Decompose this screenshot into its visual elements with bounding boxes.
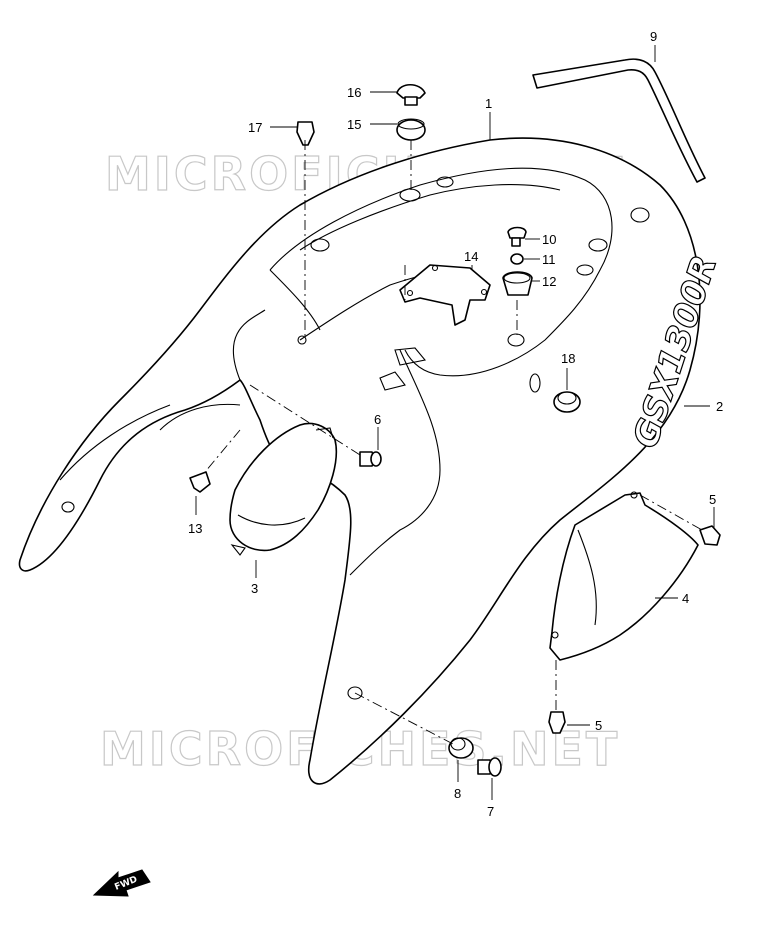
part-5a-clip [699,525,721,546]
callout-5b: 5 [595,718,602,733]
part-17-clip [296,121,315,146]
part-13-clip [189,471,211,493]
callout-9: 9 [650,29,657,44]
part-18-plug [553,391,581,413]
part-3-cover [229,422,338,556]
callout-1: 1 [485,96,492,111]
callout-14: 14 [464,249,478,264]
callout-10: 10 [542,232,556,247]
part-14-bracket [399,264,491,326]
part-11-spacer [510,253,524,265]
part-12-grommet [502,271,533,296]
callout-4: 4 [682,591,689,606]
callout-11: 11 [542,252,556,267]
part-15-grommet [396,118,426,141]
assembly-line-6 [249,384,361,456]
part-10-bolt [507,226,527,247]
part-5b-clip [548,711,566,734]
assembly-line-13 [204,429,241,473]
callout-5a: 5 [709,492,716,507]
callout-3: 3 [251,581,258,596]
callout-12: 12 [542,274,556,289]
part-4-side-cover [549,491,699,661]
assembly-line-5a [639,494,703,531]
part-7-screw [477,757,502,777]
fwd-arrow-icon: FWD [92,869,151,897]
part-6-screw [359,451,382,467]
part-8-grommet [448,737,474,759]
callout-8: 8 [454,786,461,801]
part-16-fastener [396,83,426,106]
part-9-grab-rail [532,58,706,183]
callout-13: 13 [188,521,202,536]
callout-15: 15 [347,117,361,132]
callout-6: 6 [374,412,381,427]
callout-17: 17 [248,120,262,135]
callout-2: 2 [716,399,723,414]
callout-16: 16 [347,85,361,100]
callout-7: 7 [487,804,494,819]
callout-18: 18 [561,351,575,366]
